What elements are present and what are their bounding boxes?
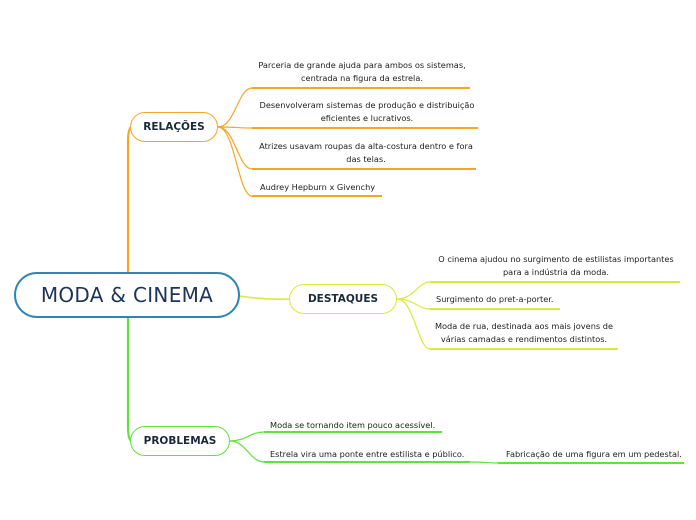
link-relacoes-1 (217, 87, 253, 128)
leaf-destaques-1[interactable]: O cinema ajudou no surgimento de estilis… (430, 253, 682, 279)
leaf-line: Audrey Hepburn x Givenchy (260, 182, 376, 192)
leaf-line: Atrizes usavam roupas da alta-costura de… (259, 141, 473, 151)
leaf-relacoes-3[interactable]: Atrizes usavam roupas da alta-costura de… (256, 140, 476, 166)
link-problemas-sub (469, 461, 499, 464)
branch-relacoes[interactable]: RELAÇÕES (130, 112, 218, 142)
leaf-line: Surgimento do pret-a-porter. (436, 294, 554, 304)
leaf-line: Estrela vira uma ponte entre estilista e… (270, 449, 465, 459)
leaf-line: centrada na figura da estrela. (301, 73, 423, 83)
link-destaques-3 (396, 298, 431, 350)
leaf-problemas-sub[interactable]: Fabricação de uma figura em um pedestal. (506, 448, 684, 461)
link-central-problemas (126, 318, 133, 443)
leaf-line: para a indústria da moda. (502, 267, 610, 277)
leaf-relacoes-1[interactable]: Parceria de grande ajuda para ambos os s… (256, 59, 468, 85)
central-topic[interactable]: MODA & CINEMA (14, 272, 240, 318)
leaf-line: Moda se tornando item pouco acessível. (270, 420, 436, 430)
leaf-problemas-2[interactable]: Estrela vira uma ponte entre estilista e… (270, 448, 470, 461)
branch-destaques[interactable]: DESTAQUES (289, 284, 397, 314)
leaf-destaques-2[interactable]: Surgimento do pret-a-porter. (436, 293, 560, 306)
link-problemas-1 (229, 431, 265, 442)
leaf-line: das telas. (346, 154, 386, 164)
leaf-line: eficientes e lucrativos. (320, 113, 414, 123)
leaf-destaques-3[interactable]: Moda de rua, destinada aos mais jovens d… (430, 320, 618, 346)
link-central-relacoes (126, 125, 133, 272)
link-relacoes-2 (217, 126, 253, 129)
branch-problemas[interactable]: PROBLEMAS (130, 426, 230, 456)
branch-problemas-label: PROBLEMAS (143, 435, 217, 447)
link-relacoes-4 (217, 126, 253, 197)
branch-relacoes-label: RELAÇÕES (143, 121, 205, 133)
leaf-line: O cinema ajudou no surgimento de estilis… (438, 254, 674, 264)
branch-destaques-label: DESTAQUES (307, 293, 379, 305)
leaf-problemas-1[interactable]: Moda se tornando item pouco acessível. (270, 419, 442, 432)
leaf-relacoes-2[interactable]: Desenvolveram sistemas de produção e dis… (256, 99, 478, 125)
link-problemas-2 (229, 440, 265, 463)
leaf-line: Desenvolveram sistemas de produção e dis… (259, 100, 475, 110)
central-topic-title: MODA & CINEMA (40, 283, 214, 307)
leaf-relacoes-4[interactable]: Audrey Hepburn x Givenchy (260, 181, 384, 194)
link-destaques-1 (396, 281, 431, 300)
leaf-line: Fabricação de uma figura em um pedestal. (506, 449, 682, 459)
leaf-line: Parceria de grande ajuda para ambos os s… (258, 60, 466, 70)
leaf-line: Moda de rua, destinada aos mais jovens d… (434, 321, 613, 331)
leaf-line: várias camadas e rendimentos distintos. (440, 334, 608, 344)
link-relacoes-3 (217, 126, 253, 170)
link-central-destaques (239, 295, 290, 300)
